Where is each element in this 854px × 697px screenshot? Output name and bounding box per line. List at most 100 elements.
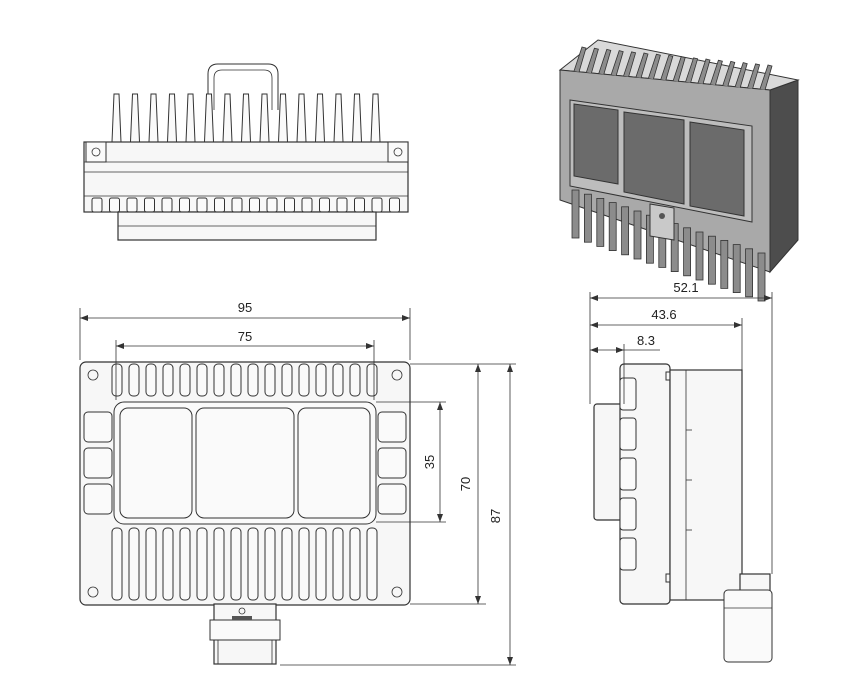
top-fin bbox=[185, 93, 196, 143]
front-fin-top bbox=[298, 363, 310, 397]
front-fin-bottom bbox=[196, 527, 208, 601]
front-fin-top bbox=[366, 363, 378, 397]
side-fin bbox=[619, 537, 637, 571]
front-fin-top bbox=[111, 363, 123, 397]
top-rib bbox=[301, 197, 313, 213]
front-fin-top bbox=[315, 363, 327, 397]
iso-fin bbox=[648, 53, 661, 80]
top-fin bbox=[111, 93, 122, 143]
front-fin-top bbox=[145, 363, 157, 397]
iso-fin-bottom bbox=[584, 193, 592, 243]
top-fin bbox=[259, 93, 270, 143]
iso-fin-bottom bbox=[670, 223, 679, 273]
iso-fin-bottom bbox=[571, 189, 580, 239]
front-pad-right bbox=[377, 411, 407, 443]
top-fin bbox=[148, 93, 159, 143]
top-rib bbox=[319, 197, 330, 213]
top-view-handle bbox=[207, 63, 279, 110]
iso-fin-bottom bbox=[608, 202, 617, 252]
mount-hole-tl bbox=[87, 369, 99, 381]
top-rib bbox=[161, 197, 173, 213]
front-side-pads bbox=[83, 411, 407, 515]
front-fin-bottom bbox=[162, 527, 174, 601]
front-fin-bottom bbox=[179, 527, 191, 601]
top-fin bbox=[204, 93, 214, 143]
top-rib bbox=[126, 197, 138, 213]
top-fin bbox=[333, 93, 344, 143]
iso-fin bbox=[573, 46, 587, 73]
iso-fin bbox=[672, 56, 686, 82]
iso-fin bbox=[747, 63, 761, 89]
dim-side-total-depth: 52.1 bbox=[673, 280, 698, 295]
front-fin-bottom bbox=[332, 527, 344, 601]
iso-fin bbox=[598, 48, 612, 75]
front-fin-bottom bbox=[247, 527, 259, 601]
top-view-fins bbox=[111, 93, 381, 143]
dim-side-body-depth: 43.6 bbox=[651, 307, 676, 322]
top-fin bbox=[222, 93, 233, 143]
side-fin bbox=[619, 457, 637, 491]
side-fin bbox=[619, 417, 637, 451]
iso-fin bbox=[759, 64, 773, 91]
dim-front-inner-width: 75 bbox=[238, 329, 252, 344]
iso-fin-bottom bbox=[683, 227, 691, 277]
dim-front-body-height: 70 bbox=[458, 477, 473, 491]
iso-fins bbox=[571, 46, 773, 302]
top-rib bbox=[91, 197, 103, 213]
mount-hole-tr bbox=[391, 369, 403, 381]
top-rib bbox=[179, 197, 190, 213]
top-view bbox=[83, 63, 409, 241]
iso-window-center bbox=[623, 111, 685, 205]
iso-window-left bbox=[573, 103, 619, 185]
iso-fin-bottom bbox=[720, 239, 729, 289]
iso-fin bbox=[685, 57, 699, 83]
front-fin-bottom bbox=[349, 527, 361, 601]
front-fin-bottom bbox=[366, 527, 378, 601]
top-rib bbox=[109, 197, 120, 213]
top-fin bbox=[167, 93, 177, 143]
iso-fin-bottom bbox=[695, 231, 704, 281]
top-rib bbox=[266, 197, 278, 213]
dim-front-total-height: 87 bbox=[488, 509, 503, 523]
iso-fin bbox=[697, 58, 711, 85]
front-fin-bottom bbox=[298, 527, 310, 601]
iso-fin-bottom bbox=[732, 244, 741, 294]
front-window-left bbox=[119, 407, 193, 519]
front-fin-top bbox=[162, 363, 174, 397]
front-pad-left bbox=[83, 447, 113, 479]
iso-fin bbox=[660, 54, 674, 81]
front-fin-top bbox=[264, 363, 276, 397]
front-fin-bottom bbox=[264, 527, 276, 601]
front-dimensions: 95 75 35 70 87 bbox=[79, 300, 516, 666]
side-fin bbox=[619, 377, 637, 411]
iso-fin-bottom bbox=[633, 210, 642, 260]
front-fin-bottom bbox=[213, 527, 225, 601]
front-pad-left bbox=[83, 483, 113, 515]
front-fin-top bbox=[128, 363, 140, 397]
top-fin bbox=[370, 93, 381, 143]
top-fin bbox=[241, 93, 251, 143]
front-fin-top bbox=[196, 363, 208, 397]
top-rib bbox=[214, 197, 225, 213]
dim-front-width: 95 bbox=[238, 300, 252, 315]
top-rib bbox=[249, 197, 260, 213]
iso-fin-bottom bbox=[621, 206, 629, 256]
side-dimensions: 52.1 43.6 8.3 bbox=[589, 280, 773, 574]
iso-fin bbox=[710, 59, 723, 86]
top-rib bbox=[389, 197, 400, 213]
iso-fin-bottom bbox=[745, 248, 753, 298]
front-fin-bottom bbox=[315, 527, 327, 601]
top-fin bbox=[130, 93, 140, 143]
top-rib bbox=[354, 197, 365, 213]
front-pad-right bbox=[377, 483, 407, 515]
iso-fin-bottom bbox=[596, 197, 605, 247]
front-fin-bottom bbox=[145, 527, 157, 601]
iso-side-face bbox=[769, 79, 799, 274]
top-fin bbox=[315, 93, 325, 143]
dim-front-window-height: 35 bbox=[422, 455, 437, 469]
front-pad-left bbox=[83, 411, 113, 443]
front-fins-top bbox=[111, 363, 378, 397]
front-fin-bottom bbox=[111, 527, 123, 601]
front-window-right bbox=[297, 407, 371, 519]
